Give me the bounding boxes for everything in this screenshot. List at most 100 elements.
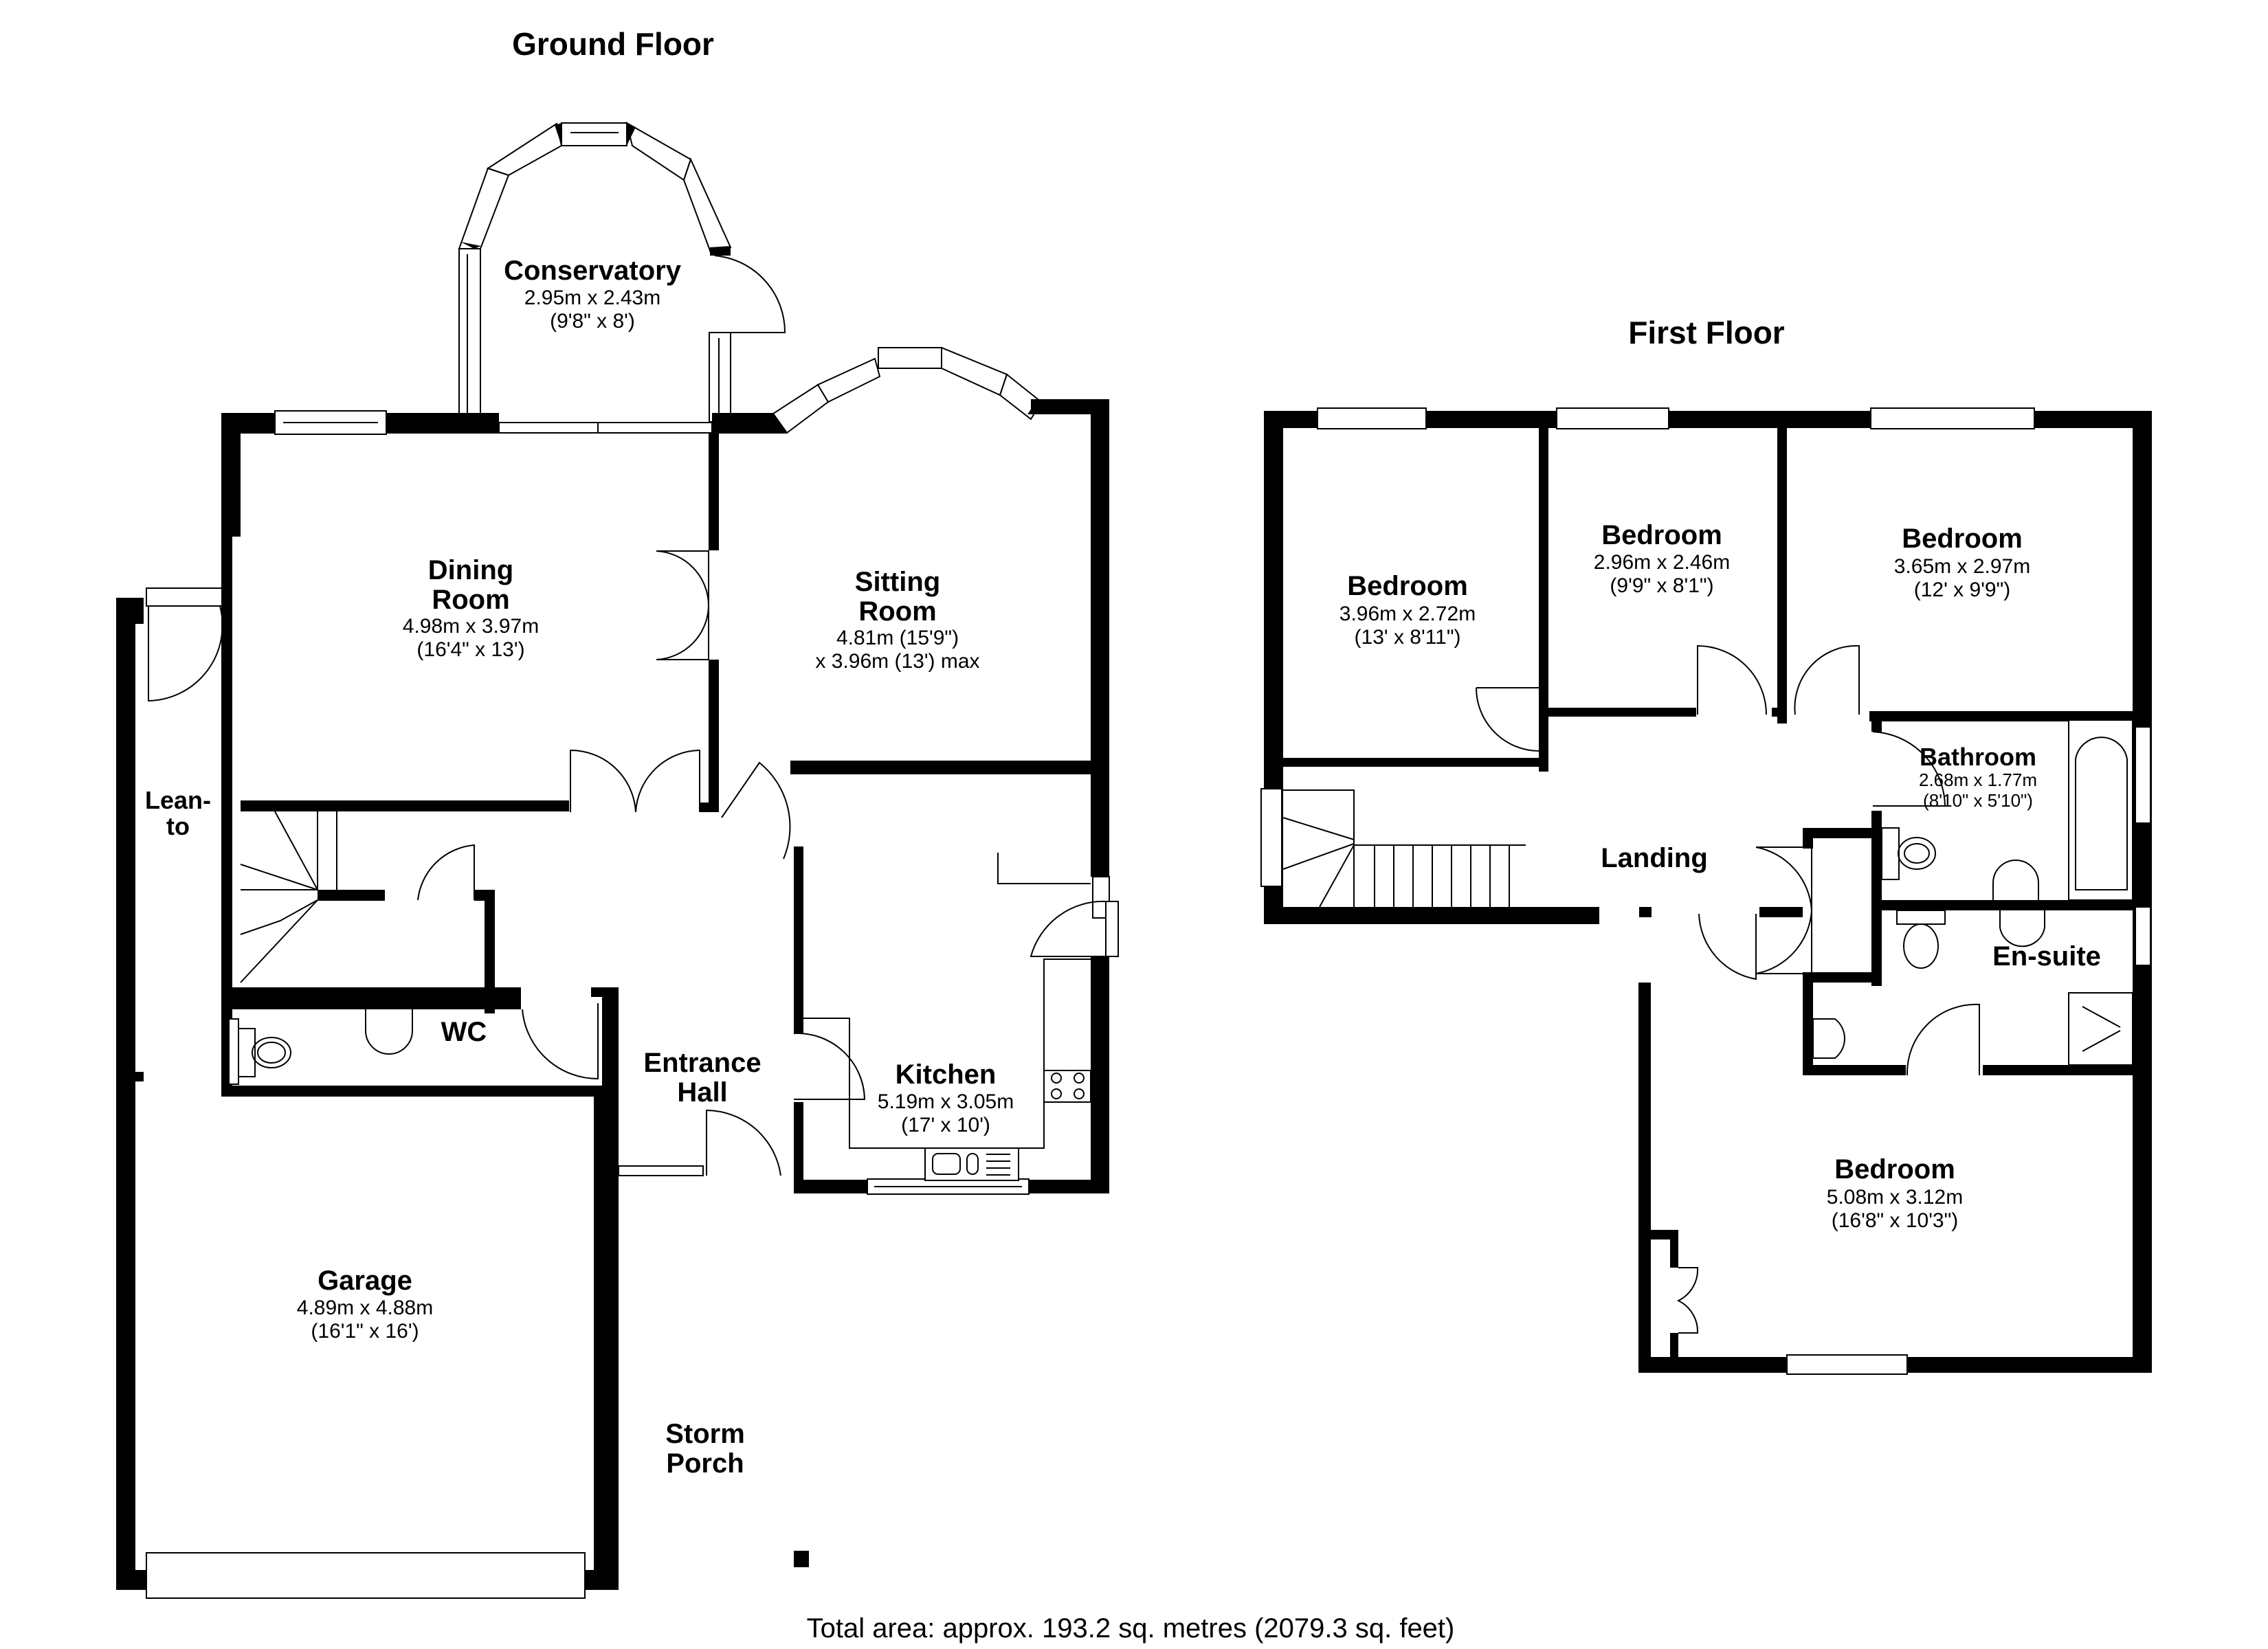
en-suite-name: En-suite bbox=[1992, 941, 2101, 972]
door-swing bbox=[1872, 731, 1946, 807]
window bbox=[2135, 906, 2151, 966]
toilet-cistern bbox=[238, 1028, 256, 1077]
sitting-room-dim-1: 4.81m (15'9") bbox=[836, 627, 959, 649]
first-floor-walls bbox=[1260, 407, 2152, 1375]
cupboard-door bbox=[417, 844, 475, 901]
window bbox=[1092, 876, 1110, 919]
door-swing bbox=[1030, 900, 1107, 957]
window bbox=[772, 383, 830, 434]
kitchen-unit bbox=[997, 853, 1091, 884]
bedroom-left-name: Bedroom bbox=[1347, 571, 1468, 601]
kitchen-dim-m: 5.19m x 3.05m bbox=[878, 1090, 1014, 1113]
toilet-icon bbox=[252, 1037, 291, 1068]
window bbox=[1556, 407, 1669, 429]
window bbox=[1870, 407, 2035, 429]
window bbox=[486, 122, 563, 177]
bathroom-dim-ft: (8'10" x 5'10") bbox=[1923, 790, 2033, 811]
double-door bbox=[570, 749, 700, 813]
shower-icon bbox=[2068, 992, 2133, 1066]
toilet-cistern bbox=[1896, 910, 1946, 925]
dining-room-name-1: Dining bbox=[428, 555, 513, 585]
bath-icon bbox=[2068, 719, 2133, 901]
door-swing bbox=[522, 1003, 599, 1080]
door-swing bbox=[1476, 687, 1540, 752]
lean-to-door bbox=[146, 587, 223, 607]
lean-to-name-1: Lean- bbox=[145, 786, 211, 814]
window bbox=[618, 1165, 704, 1176]
garage-dim-m: 4.89m x 4.88m bbox=[297, 1297, 433, 1319]
toilet-icon bbox=[1898, 837, 1936, 870]
bathroom-dim-m: 2.68m x 1.77m bbox=[1919, 770, 2037, 790]
window bbox=[228, 1018, 239, 1085]
ground-floor-walls bbox=[116, 346, 1119, 1599]
lean-to-name-2: to bbox=[166, 812, 190, 840]
bedroom-left-dim-m: 3.96m x 2.72m bbox=[1339, 603, 1476, 625]
basin-icon bbox=[365, 1009, 413, 1055]
window bbox=[561, 122, 627, 146]
porch-post bbox=[794, 1551, 809, 1567]
door-swing bbox=[1906, 1003, 1980, 1076]
conservatory-dim-m: 2.95m x 2.43m bbox=[524, 287, 660, 309]
sitting-room-name-2: Room bbox=[858, 596, 936, 627]
wc-name: WC bbox=[441, 1017, 487, 1047]
bedroom-middle-name: Bedroom bbox=[1601, 520, 1722, 550]
window bbox=[1260, 788, 1282, 887]
bedroom-right-dim-m: 3.65m x 2.97m bbox=[1894, 555, 2030, 578]
back-door bbox=[1105, 901, 1119, 957]
first-floor-title: First Floor bbox=[1628, 315, 1785, 350]
storm-porch-name-2: Porch bbox=[666, 1448, 744, 1479]
front-door bbox=[706, 1109, 781, 1176]
window bbox=[709, 332, 731, 423]
window bbox=[1317, 407, 1427, 429]
dining-room-dim-ft: (16'4" x 13') bbox=[416, 638, 524, 661]
first-floor-plan: Bedroom 3.96m x 2.72m (13' x 8'11") Bedr… bbox=[1260, 407, 2152, 1375]
window bbox=[458, 248, 481, 428]
dining-room-dim-m: 4.98m x 3.97m bbox=[403, 615, 539, 638]
bedroom-main-dim-ft: (16'8" x 10'3") bbox=[1832, 1209, 1959, 1232]
door-swing bbox=[721, 761, 791, 860]
door-swing bbox=[1698, 913, 1757, 980]
garage-dim-ft: (16'1" x 16') bbox=[311, 1320, 419, 1343]
bedroom-main-name: Bedroom bbox=[1834, 1154, 1955, 1185]
entrance-hall-name-1: Entrance bbox=[643, 1048, 761, 1078]
bedroom-middle-dim-ft: (9'9" x 8'1") bbox=[1610, 574, 1713, 597]
window bbox=[816, 357, 881, 403]
ground-floor-title: Ground Floor bbox=[512, 26, 714, 62]
first-floor-labels: Bedroom 3.96m x 2.72m (13' x 8'11") Bedr… bbox=[1339, 520, 2101, 1232]
door-swing bbox=[1794, 644, 1860, 715]
window bbox=[458, 167, 510, 249]
window bbox=[682, 157, 732, 256]
bedroom-main-dim-m: 5.08m x 3.12m bbox=[1827, 1186, 1963, 1209]
bedroom-right-name: Bedroom bbox=[1902, 524, 2023, 554]
entrance-hall-name-2: Hall bbox=[677, 1077, 727, 1108]
door-swing bbox=[1697, 644, 1767, 715]
stairs bbox=[1283, 789, 1355, 907]
conservatory-dim-ft: (9'8" x 8') bbox=[550, 310, 635, 333]
toilet-icon bbox=[1812, 1018, 1846, 1059]
window bbox=[878, 347, 942, 369]
dining-room-name-2: Room bbox=[432, 585, 509, 615]
conservatory-name: Conservatory bbox=[504, 256, 682, 286]
window bbox=[1786, 1354, 1908, 1375]
conservatory-structure bbox=[458, 121, 786, 434]
basin-icon bbox=[1992, 860, 2039, 900]
bedroom-left-dim-ft: (13' x 8'11") bbox=[1355, 626, 1461, 649]
sitting-room-dim-2: x 3.96m (13') max bbox=[815, 650, 979, 673]
window bbox=[2135, 726, 2151, 824]
garage-door bbox=[146, 1552, 586, 1599]
sitting-room-name-1: Sitting bbox=[855, 567, 940, 597]
window bbox=[625, 121, 692, 181]
garage-name: Garage bbox=[318, 1266, 412, 1296]
toilet-cistern bbox=[1881, 827, 1900, 880]
ground-floor-plan: Conservatory 2.95m x 2.43m (9'8" x 8') D… bbox=[116, 121, 1119, 1599]
toilet-icon bbox=[1903, 923, 1939, 969]
sliding-door bbox=[498, 422, 713, 434]
stairs bbox=[240, 899, 318, 935]
cupboard-doors bbox=[1755, 846, 1813, 974]
bathroom-name: Bathroom bbox=[1920, 743, 2036, 771]
kitchen-dim-ft: (17' x 10') bbox=[901, 1114, 990, 1136]
bedroom-right-dim-ft: (12' x 9'9") bbox=[1914, 579, 2011, 601]
storm-porch-name-1: Storm bbox=[665, 1419, 745, 1449]
door-swing bbox=[714, 255, 786, 333]
